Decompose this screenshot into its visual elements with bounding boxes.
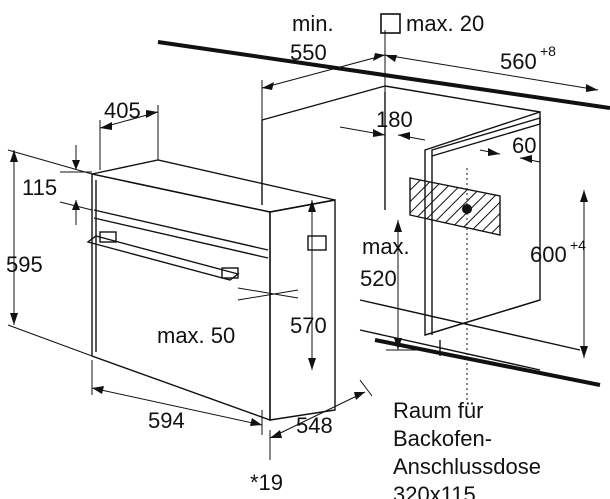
min-label: min. (292, 11, 334, 36)
dim-115: 115 (22, 175, 57, 200)
square-symbol-icon (380, 13, 401, 34)
socket-note-line3: Anschlussdose (393, 454, 541, 479)
max-label: max. (362, 234, 410, 259)
socket-note-line1: Raum für (393, 398, 483, 423)
max-20-label: max. 20 (406, 11, 484, 36)
dim-405: 405 (104, 98, 141, 123)
socket-note-line2: Backofen- (393, 426, 492, 451)
dim-594: 594 (148, 408, 185, 433)
dim-60: 60 (512, 133, 536, 158)
dim-600-tolerance: +4 (570, 237, 586, 253)
dim-600: 600 (530, 242, 567, 267)
socket-note-line4: 320x115 (393, 482, 476, 499)
dim-550: 550 (290, 40, 327, 65)
footnote-19: *19 (250, 470, 283, 495)
max-50-label: max. 50 (157, 323, 235, 348)
dim-570: 570 (290, 313, 327, 338)
dim-180: 180 (376, 107, 413, 132)
oven (86, 159, 336, 421)
dim-560-tolerance: +8 (540, 43, 556, 59)
dim-560: 560 (500, 49, 537, 74)
dim-548: 548 (296, 413, 333, 438)
socket-space (409, 168, 501, 400)
dimension-arrows (10, 53, 598, 438)
cabinet-outline (157, 40, 610, 387)
dim-520: 520 (360, 266, 397, 291)
dim-595: 595 (6, 252, 43, 277)
